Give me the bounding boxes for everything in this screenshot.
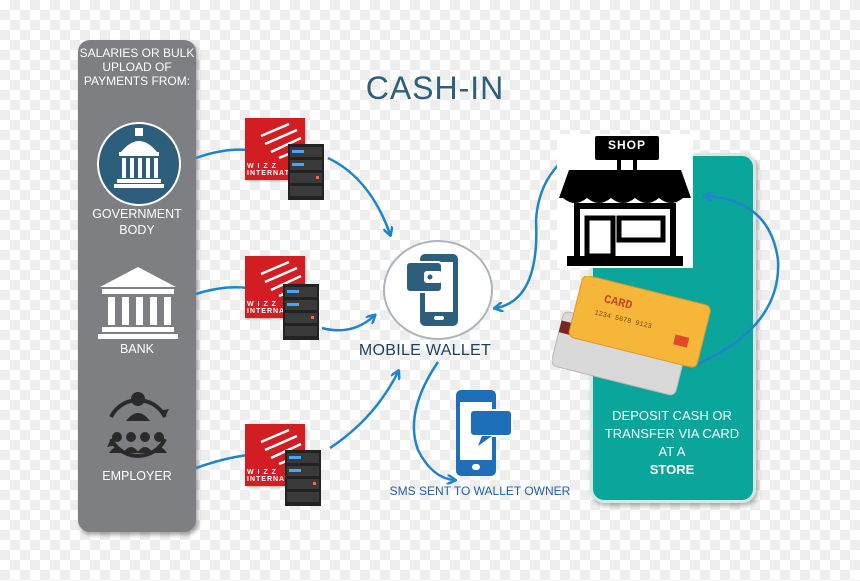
employer-to-gateway-line [195, 453, 249, 470]
store-text-line2: TRANSFER VIA CARD [604, 426, 740, 441]
store-text-line1: DEPOSIT CASH OR [612, 408, 732, 423]
gov-to-gateway-line [195, 148, 249, 160]
employer-label: EMPLOYER [102, 469, 172, 483]
government-label-line2: BODY [119, 223, 155, 237]
wizz-logo-2-subtext: INTERNATIO [247, 308, 300, 315]
card-text: CARD [602, 292, 633, 313]
wallet-to-sms-arrow [412, 361, 454, 480]
wizz-logo-1-subtext: INTERNATIO [247, 170, 300, 177]
gateway1-to-wallet-arrow [327, 156, 390, 234]
store-text-line4: STORE [649, 462, 695, 477]
store-text-line3: AT A [658, 444, 686, 459]
card-to-shop-arrow [687, 196, 780, 370]
mobile-wallet-icon [383, 240, 493, 340]
store-panel-text: DEPOSIT CASH OR TRANSFER VIA CARD AT A S… [596, 407, 748, 479]
shop-icon [557, 134, 693, 268]
mobile-wallet-label: MOBILE WALLET [358, 342, 492, 359]
government-building-icon [97, 122, 181, 206]
wizz-logo-2-text: W I Z Z [247, 301, 277, 308]
gateway3-to-wallet-arrow [329, 372, 398, 450]
credit-cards-icon: CARD 1234 5678 9123 [552, 276, 711, 396]
server-icon-3 [285, 450, 321, 506]
sources-panel-heading: SALARIES OR BULK UPLOAD OF PAYMENTS FROM… [79, 46, 195, 88]
server-icon-2 [283, 284, 319, 340]
gateway2-to-wallet-arrow [321, 316, 374, 332]
bank-label: BANK [119, 342, 155, 356]
employer-group-icon [107, 392, 169, 458]
bank-icon [98, 267, 178, 339]
bank-to-gateway-line [195, 286, 249, 296]
government-label-line1: GOVERNMENT [92, 207, 182, 221]
wizz-logo-3-subtext: INTERNATIO [247, 476, 300, 483]
wizz-logo-3-text: W I Z Z [247, 469, 277, 476]
sms-label: SMS SENT TO WALLET OWNER [389, 484, 571, 498]
server-icon-1 [288, 144, 324, 200]
shop-sign-text: SHOP [607, 138, 646, 152]
diagram-title: CASH-IN [365, 70, 505, 106]
sms-phone-icon [456, 390, 513, 476]
wizz-logo-1-text: W I Z Z [247, 163, 277, 170]
